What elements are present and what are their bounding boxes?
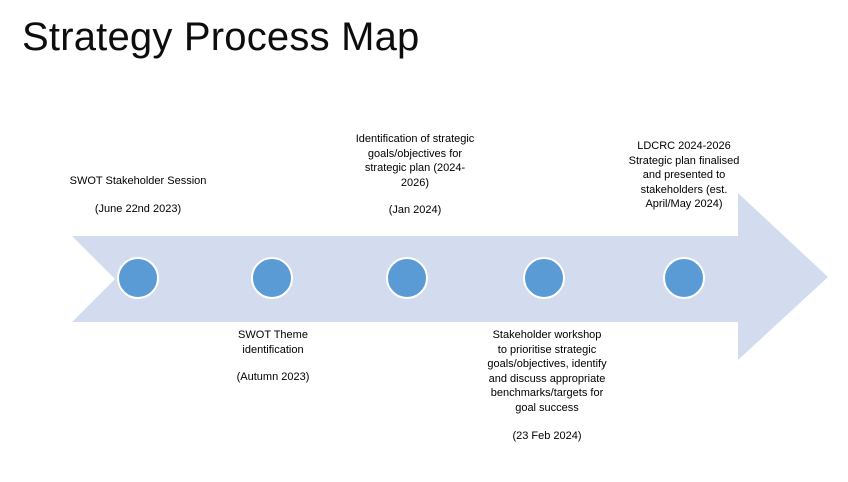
milestone-dot-3[interactable] (386, 257, 428, 299)
milestone-date-4: (23 Feb 2024) (512, 429, 582, 442)
milestone-label-2: SWOT Theme identification (Autumn 2023) (207, 328, 339, 385)
milestone-date-2: (Autumn 2023) (236, 371, 310, 384)
milestone-text-2: SWOT Theme identification (238, 329, 308, 356)
milestone-text-1: SWOT Stakeholder Session (69, 175, 207, 187)
milestone-dot-5[interactable] (663, 257, 705, 299)
milestone-label-1: SWOT Stakeholder Session (June 22nd 2023… (68, 174, 208, 216)
milestone-label-5: LDCRC 2024-2026 Strategic plan finalised… (620, 139, 748, 212)
milestone-date-1: (June 22nd 2023) (94, 202, 182, 215)
milestone-text-4: Stakeholder workshop to prioritise strat… (487, 329, 607, 414)
milestone-dot-1[interactable] (117, 257, 159, 299)
milestone-text-5: LDCRC 2024-2026 Strategic plan finalised… (628, 140, 740, 211)
milestone-dot-2[interactable] (251, 257, 293, 299)
milestone-label-4: Stakeholder workshop to prioritise strat… (487, 328, 607, 443)
milestone-text-3: Identification of strategic goals/object… (355, 133, 475, 189)
milestone-label-3: Identification of strategic goals/object… (352, 132, 478, 218)
page-title: Strategy Process Map (22, 15, 420, 59)
milestone-dot-4[interactable] (523, 257, 565, 299)
chevron-arrow-shape (72, 193, 828, 360)
milestone-date-3: (Jan 2024) (388, 204, 442, 217)
